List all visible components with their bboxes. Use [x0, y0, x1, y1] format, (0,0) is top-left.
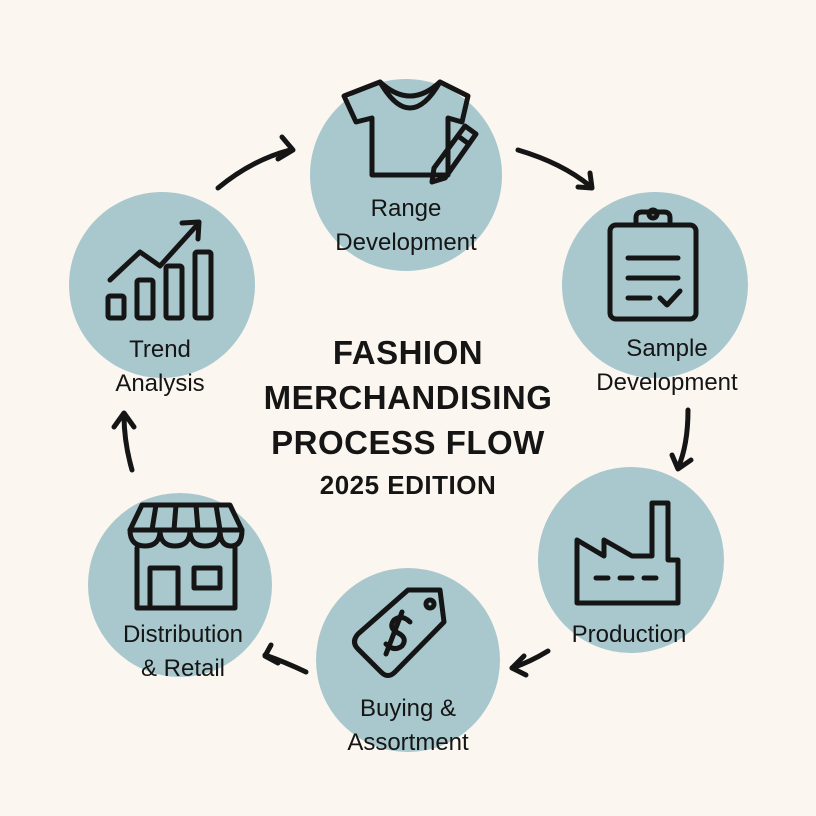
diagram-title: FASHION MERCHANDISING PROCESS FLOW 2025 … [264, 330, 553, 503]
arrow-trend-to-range [215, 147, 293, 191]
title-line-3: PROCESS FLOW [271, 424, 545, 461]
price-tag-icon [352, 587, 447, 678]
step-label-production: Production [572, 618, 687, 652]
clipboard-check-icon [607, 207, 699, 322]
storefront-icon [127, 502, 245, 611]
arrowhead [509, 653, 529, 678]
step-label-line: Buying & [359, 695, 457, 722]
arrowhead [275, 134, 296, 162]
arrow-range-to-sample [515, 147, 593, 189]
step-label-line: Production [571, 621, 687, 648]
step-label-line: Assortment [347, 729, 469, 756]
arrowhead [262, 642, 281, 666]
bar-chart-trend-icon [105, 219, 214, 321]
arrowhead [111, 410, 137, 430]
step-label-line: Range [370, 195, 442, 222]
production-circle [538, 467, 724, 653]
step-label-line: & Retail [140, 655, 226, 682]
arrowhead [669, 452, 694, 472]
title-line-2: MERCHANDISING [263, 379, 553, 416]
step-label-line: Distribution [122, 621, 244, 648]
step-label-line: Sample [626, 335, 708, 362]
step-label-range-development: Range Development [335, 192, 476, 260]
tshirt-pencil-icon [341, 79, 479, 185]
factory-icon [574, 500, 681, 606]
step-label-line: Trend [129, 336, 191, 363]
step-label-line: Development [335, 229, 477, 256]
arrow-distribution-to-trend [121, 412, 135, 473]
edition-label: 2025 EDITION [319, 470, 497, 500]
arrowhead [575, 170, 595, 191]
step-label-line: Development [596, 369, 738, 396]
step-label-distribution-retail: Distribution & Retail [123, 618, 243, 686]
trend-analysis-circle [69, 192, 255, 378]
arrow-sample-to-production [675, 407, 691, 471]
step-label-sample-development: Sample Development [596, 332, 737, 400]
step-label-line: Analysis [115, 370, 205, 397]
step-label-buying-assortment: Buying & Assortment [347, 692, 468, 760]
title-line-1: FASHION [332, 334, 484, 371]
step-label-trend-analysis: Trend Analysis [115, 333, 204, 401]
